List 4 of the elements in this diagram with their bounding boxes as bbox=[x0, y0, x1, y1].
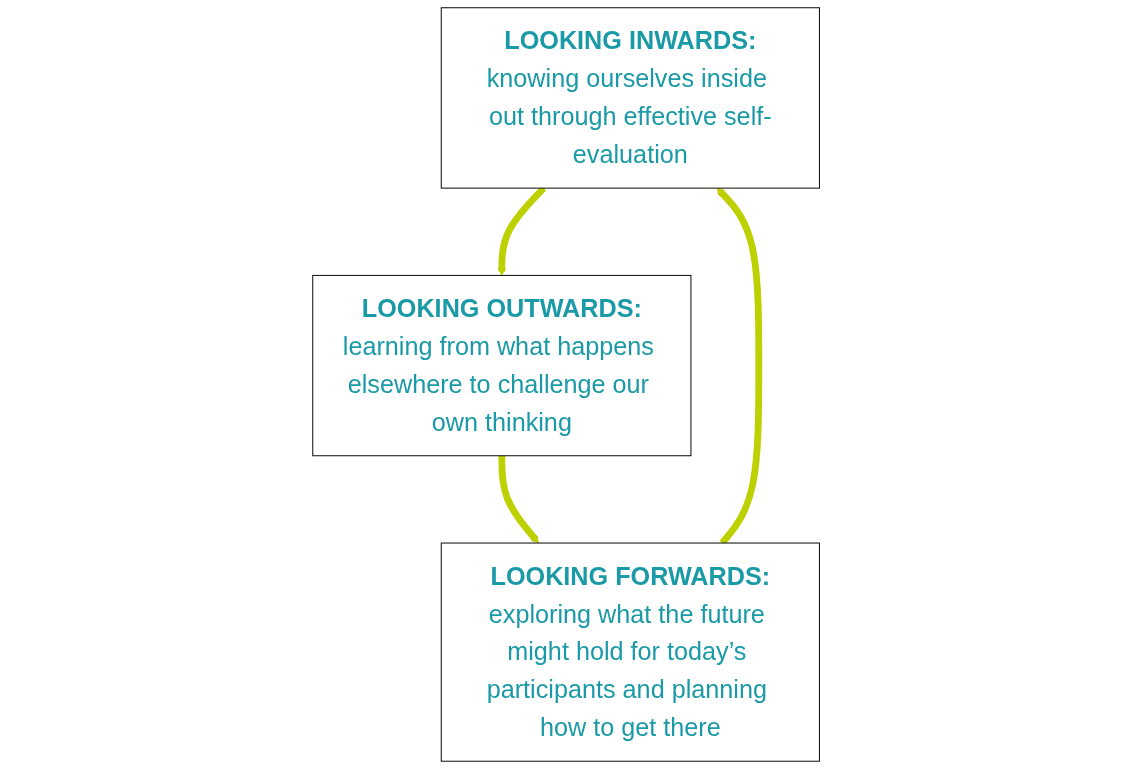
arrow bbox=[498, 455, 539, 544]
node-box: LOOKING OUTWARDS: learning from what happens elsewhere to challenge our own thinking bbox=[312, 274, 692, 457]
node-box: LOOKING INWARDS: knowing ourselves inside out through effective self-evaluation bbox=[440, 7, 820, 189]
node-box: LOOKING FORWARDS: exploring what the future might hold for today’s participants and planning how to get there bbox=[440, 542, 820, 762]
